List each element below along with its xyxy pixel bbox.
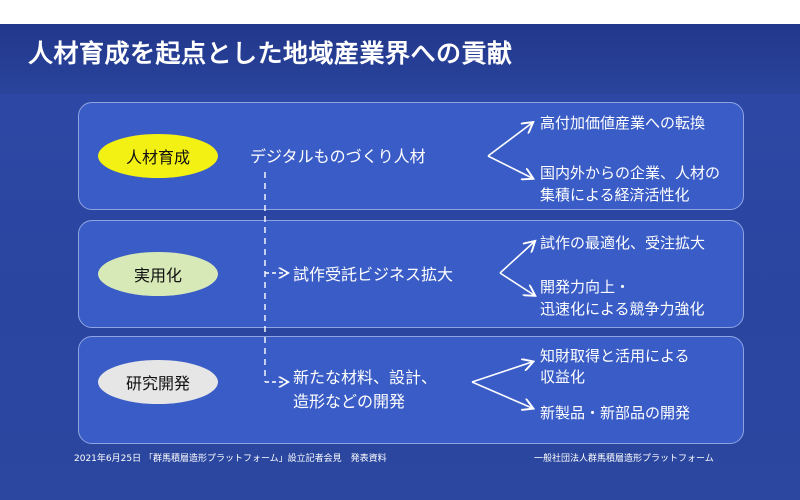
middle-text-human-resources: デジタルものづくり人材: [250, 147, 426, 166]
oval-label: 研究開発: [125, 374, 190, 393]
label-oval-commercialization: 実用化: [98, 252, 218, 296]
oval-label: 人材育成: [125, 148, 190, 167]
title-band: [0, 24, 800, 94]
top-white-band: [0, 0, 800, 24]
outcome-text: 高付加価値産業への転換: [540, 114, 706, 132]
label-oval-research: 研究開発: [98, 360, 218, 404]
middle-text-commercialization: 試作受託ビジネス拡大: [293, 265, 454, 284]
footer-right: 一般社団法人群馬積層造形プラットフォーム: [534, 454, 714, 464]
footer-left: 2021年6月25日 「群馬積層造形プラットフォーム」設立記者会見 発表資料: [74, 454, 387, 464]
label-oval-human-resources: 人材育成: [98, 134, 218, 178]
middle-text-research: 新たな材料、設計、 造形などの開発: [293, 368, 438, 411]
outcome-text: 試作の最適化、受注拡大: [540, 234, 706, 252]
outcome-text: 新製品・新部品の開発: [540, 404, 691, 422]
outcome-text: 知財取得と活用による 収益化: [540, 347, 690, 386]
outcome-text: 開発力向上・ 迅速化による競争力強化: [540, 278, 705, 318]
slide-title: 人材育成を起点とした地域産業界への貢献: [28, 39, 513, 68]
oval-label: 実用化: [133, 266, 182, 285]
outcome-text: 国内外からの企業、人材の 集積による経済活性化: [540, 164, 721, 204]
